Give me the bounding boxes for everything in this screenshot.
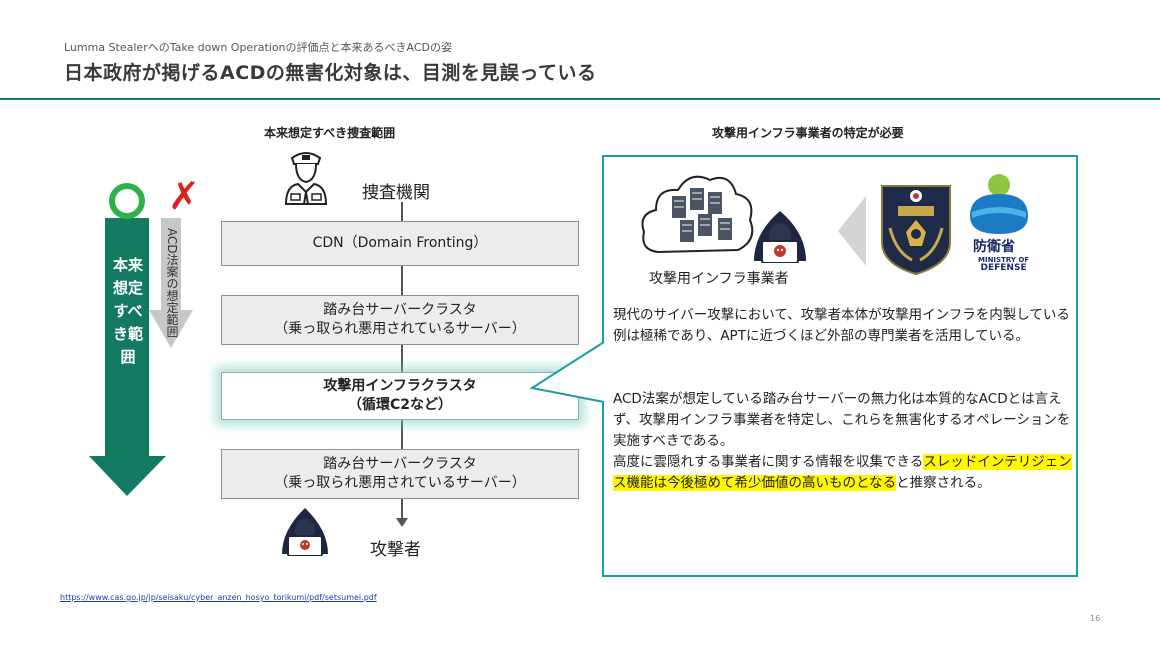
panel-paragraph-1: 現代のサイバー攻撃において、攻撃者本体が攻撃用インフラを内製している例は極稀であ… bbox=[613, 307, 1070, 344]
flow-box-attack-infra: 攻撃用インフラクラスタ （循環C2など） bbox=[221, 372, 579, 420]
infra-operator-label: 攻撃用インフラ事業者 bbox=[649, 271, 789, 287]
defense-sub-line1: MINISTRY OF bbox=[978, 256, 1030, 264]
green-arrow-label: 本来想定すべき範囲 bbox=[112, 256, 143, 366]
flow-box-stepping-server-upper: 踏み台サーバークラスタ （乗っ取られ悪用されているサーバー） bbox=[221, 295, 579, 345]
slide-title: 日本政府が掲げるACDの無害化対象は、目測を見誤っている bbox=[64, 62, 597, 84]
attacker-icon bbox=[282, 508, 328, 556]
defense-logo-icon bbox=[970, 174, 1028, 234]
left-column-heading: 本来想定すべき捜査範囲 bbox=[264, 126, 396, 140]
gray-arrow-label: ACD法案の想定範囲 bbox=[165, 228, 179, 338]
flow-box-line1: 踏み台サーバークラスタ bbox=[323, 456, 477, 473]
attacker-label: 攻撃者 bbox=[370, 540, 421, 560]
police-emblem-icon bbox=[881, 185, 951, 276]
wrong-x-icon: ✗ bbox=[168, 174, 200, 218]
panel-paragraph-3: 高度に雲隠れする事業者に関する情報を収集できるスレッドインテリジェンス機能は今後… bbox=[613, 452, 1073, 494]
hacker-icon bbox=[754, 211, 806, 263]
title-divider bbox=[0, 98, 1160, 100]
flow-box-line1: 攻撃用インフラクラスタ bbox=[323, 378, 477, 395]
flow-box-stepping-server-lower: 踏み台サーバークラスタ （乗っ取られ悪用されているサーバー） bbox=[221, 449, 579, 499]
flow-box-line1: 踏み台サーバークラスタ bbox=[323, 302, 477, 319]
right-column-heading: 攻撃用インフラ事業者の特定が必要 bbox=[712, 126, 904, 140]
gray-scope-arrow bbox=[149, 218, 193, 348]
panel-paragraph-2: ACD法案が想定している踏み台サーバーの無力化は本質的なACDとは言えず、攻撃用… bbox=[613, 391, 1071, 449]
flow-box-line2: （乗っ取られ悪用されているサーバー） bbox=[274, 321, 526, 337]
defense-subtext: MINISTRY OF DEFENSE bbox=[978, 256, 1030, 273]
investigator-label: 捜査機関 bbox=[362, 183, 430, 203]
flow-box-line2: （乗っ取られ悪用されているサーバー） bbox=[274, 475, 526, 491]
flow-line bbox=[401, 202, 403, 518]
deck-subtitle: Lumma StealerへのTake down Operationの評価点と本… bbox=[64, 41, 453, 54]
flow-arrow-tip-icon bbox=[396, 518, 408, 527]
defense-sub-line2: DEFENSE bbox=[980, 263, 1027, 273]
flow-box-line2: （循環C2など） bbox=[347, 397, 452, 413]
callout-pointer bbox=[530, 341, 605, 403]
chevron-left-icon bbox=[838, 196, 866, 266]
source-link[interactable]: https://www.cas.go.jp/jp/seisaku/cyber_a… bbox=[60, 593, 377, 602]
defense-name: 防衛省 bbox=[973, 239, 1015, 255]
green-scope-arrow bbox=[89, 218, 166, 496]
panel-paragraph-3-pre: 高度に雲隠れする事業者に関する情報を収集できる bbox=[613, 454, 924, 470]
correct-circle-icon bbox=[109, 183, 145, 219]
flow-box-cdn-text: CDN（Domain Fronting） bbox=[312, 235, 488, 252]
cloud-servers-icon bbox=[641, 175, 754, 254]
investigator-icon bbox=[284, 152, 328, 205]
flow-box-cdn: CDN（Domain Fronting） bbox=[221, 221, 579, 266]
page-number: 16 bbox=[1090, 614, 1101, 623]
panel-paragraph-3-post: と推察される。 bbox=[896, 475, 991, 491]
